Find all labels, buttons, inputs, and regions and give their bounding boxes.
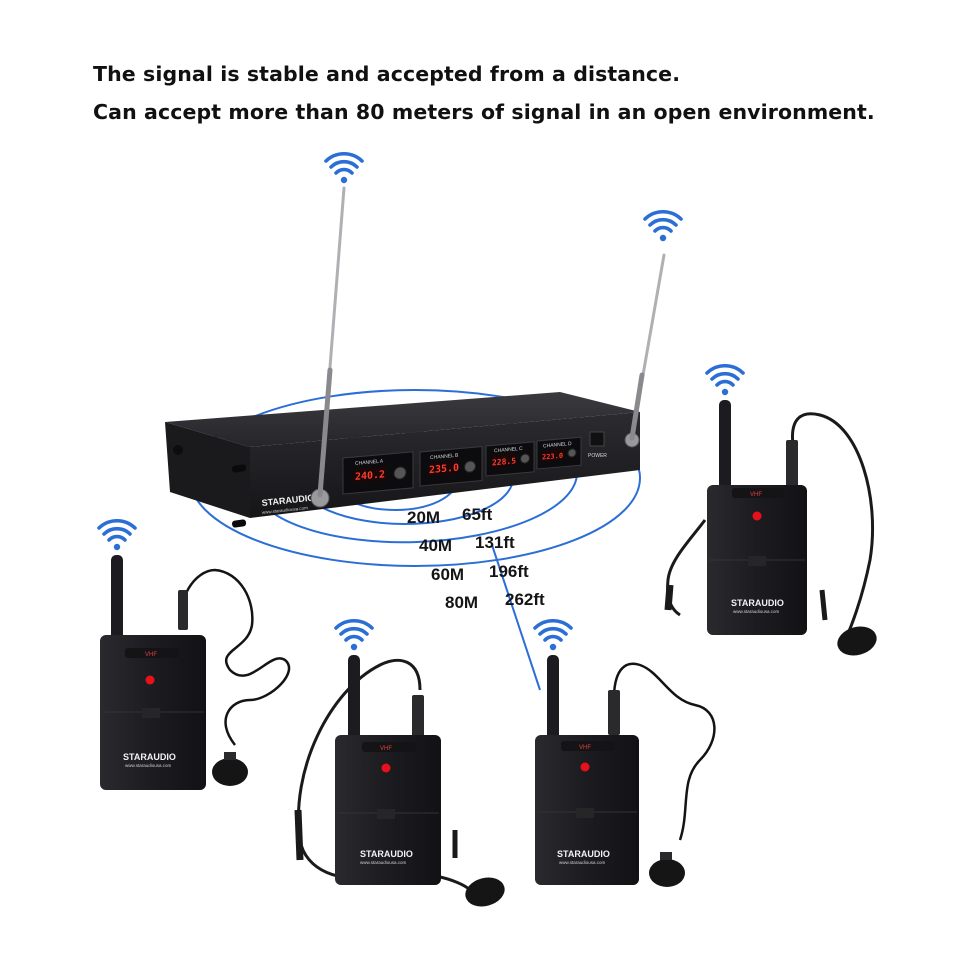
receiver-antennas — [317, 186, 666, 498]
bodypack-3-band: VHF — [579, 745, 591, 751]
bodypack-transmitter-2: VHF STARAUDIO www.staraudiousa.com — [294, 655, 505, 907]
distance-meters-60: 60M — [431, 565, 464, 584]
bodypack-4-band: VHF — [750, 492, 762, 498]
bodypack-transmitter-1: VHF STARAUDIO www.staraudiousa.com — [100, 555, 291, 790]
wifi-icon — [533, 618, 573, 653]
bodypack-2-brand: STARAUDIO — [360, 849, 413, 859]
channel-d-label: CHANNEL D — [543, 441, 572, 450]
bodypack-1-url: www.staraudiousa.com — [125, 763, 172, 768]
bodypack-transmitter-3: VHF STARAUDIO www.staraudiousa.com — [535, 655, 716, 887]
bodypack-1-brand: STARAUDIO — [123, 752, 176, 762]
bodypack-2-url: www.staraudiousa.com — [360, 860, 407, 865]
distance-meters-20: 20M — [407, 508, 440, 527]
receiver-url: www.staraudiousa.com — [262, 505, 309, 515]
distance-feet-20: 65ft — [462, 505, 493, 524]
wifi-icon — [324, 151, 364, 185]
channel-b-display: 235.0 — [429, 463, 459, 477]
wifi-icon — [334, 618, 374, 653]
channel-a-label: CHANNEL A — [355, 458, 384, 467]
channel-c-display: 228.5 — [492, 456, 516, 467]
distance-feet-40: 131ft — [475, 533, 515, 552]
rack-receiver: CHANNEL A 240.2 CHANNEL B 235.0 CHANNEL … — [165, 392, 640, 528]
distance-feet-80: 262ft — [505, 590, 545, 609]
wifi-icon — [643, 209, 683, 243]
distance-feet-60: 196ft — [489, 562, 529, 581]
power-switch — [589, 431, 605, 447]
channel-b-label: CHANNEL B — [430, 453, 459, 462]
bodypack-1-band: VHF — [145, 652, 157, 658]
wifi-icon — [97, 518, 137, 553]
bodypack-3-brand: STARAUDIO — [557, 849, 610, 859]
bodypack-transmitter-4: VHF STARAUDIO www.staraudiousa.com — [664, 400, 877, 656]
headline-line-2: Can accept more than 80 meters of signal… — [93, 100, 875, 124]
channel-d-display: 223.0 — [542, 451, 563, 462]
headline-line-1: The signal is stable and accepted from a… — [93, 62, 681, 86]
distance-meters-80: 80M — [445, 593, 478, 612]
power-label: POWER — [588, 453, 607, 459]
channel-c-label: CHANNEL C — [494, 446, 523, 455]
distance-meters-40: 40M — [419, 536, 452, 555]
wifi-icon — [705, 363, 745, 398]
bodypack-4-url: www.staraudiousa.com — [733, 609, 780, 614]
distance-labels: 20M 65ft 40M 131ft 60M 196ft 80M 262ft — [407, 505, 545, 612]
bodypack-2-band: VHF — [380, 746, 392, 752]
distance-pointer-line — [491, 544, 541, 691]
bodypack-4-brand: STARAUDIO — [731, 598, 784, 608]
channel-a-display: 240.2 — [355, 469, 385, 483]
bodypack-3-url: www.staraudiousa.com — [559, 860, 606, 865]
